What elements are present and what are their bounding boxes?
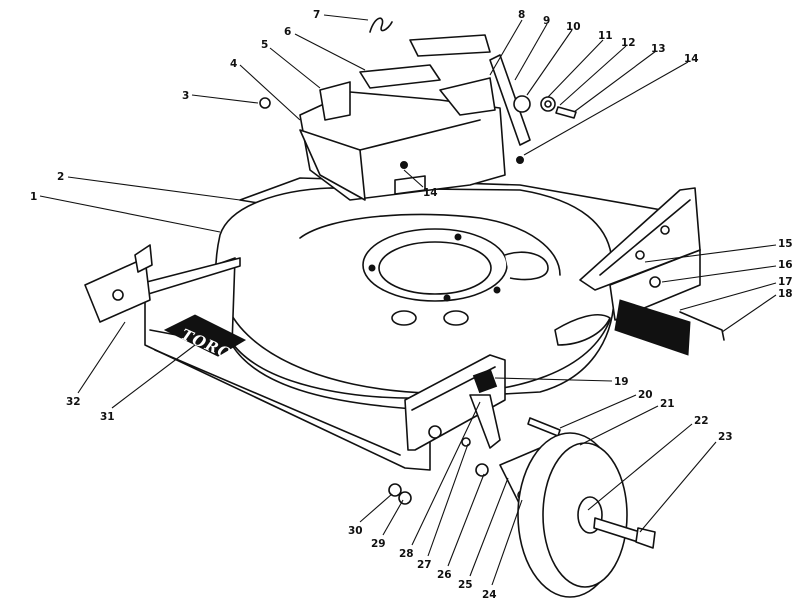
callout-12: 12 bbox=[621, 37, 636, 49]
callout-9: 9 bbox=[543, 15, 550, 27]
callout-32: 32 bbox=[66, 396, 81, 408]
callout-labels: 1 2 3 4 5 6 7 8 9 10 11 12 13 14 14 15 1… bbox=[30, 9, 793, 601]
callout-19: 19 bbox=[614, 376, 629, 388]
callout-25: 25 bbox=[458, 579, 473, 591]
chute-and-handle-mount bbox=[299, 34, 506, 201]
callout-23: 23 bbox=[718, 431, 733, 443]
rear-deflector bbox=[614, 299, 725, 356]
callout-1: 1 bbox=[30, 191, 37, 203]
callout-13: 13 bbox=[651, 43, 666, 55]
callout-21: 21 bbox=[660, 398, 675, 410]
callout-15: 15 bbox=[778, 238, 793, 250]
callout-8: 8 bbox=[518, 9, 525, 21]
mower-deck: TORO bbox=[134, 177, 701, 471]
callout-11: 11 bbox=[598, 30, 613, 42]
callout-30: 30 bbox=[348, 525, 363, 537]
callout-2: 2 bbox=[57, 171, 64, 183]
leader-lines bbox=[39, 14, 777, 586]
callout-16: 16 bbox=[778, 259, 793, 271]
callout-4: 4 bbox=[230, 58, 237, 70]
left-height-bracket bbox=[84, 244, 153, 323]
callout-3: 3 bbox=[182, 90, 189, 102]
callout-6: 6 bbox=[284, 26, 291, 38]
callout-22: 22 bbox=[694, 415, 709, 427]
callout-14-mid: 14 bbox=[423, 187, 438, 199]
callout-28: 28 bbox=[399, 548, 414, 560]
handle-bracket-hardware bbox=[400, 54, 577, 169]
callout-26: 26 bbox=[437, 569, 452, 581]
callout-17: 17 bbox=[778, 276, 793, 288]
callout-5: 5 bbox=[261, 39, 268, 51]
callout-14-top: 14 bbox=[684, 53, 699, 65]
rear-height-bracket bbox=[579, 187, 701, 291]
callout-10: 10 bbox=[566, 21, 581, 33]
callout-18: 18 bbox=[778, 288, 793, 300]
callout-27: 27 bbox=[417, 559, 432, 571]
callout-31: 31 bbox=[100, 411, 115, 423]
callout-24: 24 bbox=[482, 589, 497, 601]
callout-20: 20 bbox=[638, 389, 653, 401]
callout-29: 29 bbox=[371, 538, 386, 550]
callout-7: 7 bbox=[313, 9, 320, 21]
wheel-assembly bbox=[499, 432, 656, 598]
